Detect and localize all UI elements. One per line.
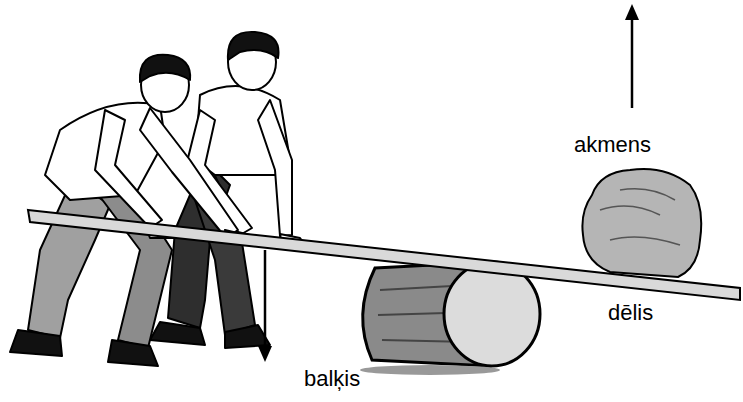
log <box>360 262 540 375</box>
stone <box>582 169 701 277</box>
part-label: dēlis <box>608 300 653 325</box>
force-arrow-down <box>258 250 272 362</box>
part-label: akmens <box>574 132 651 157</box>
front-man <box>10 55 256 366</box>
force-arrow-up <box>625 4 639 108</box>
part-label: balķis <box>304 366 360 391</box>
